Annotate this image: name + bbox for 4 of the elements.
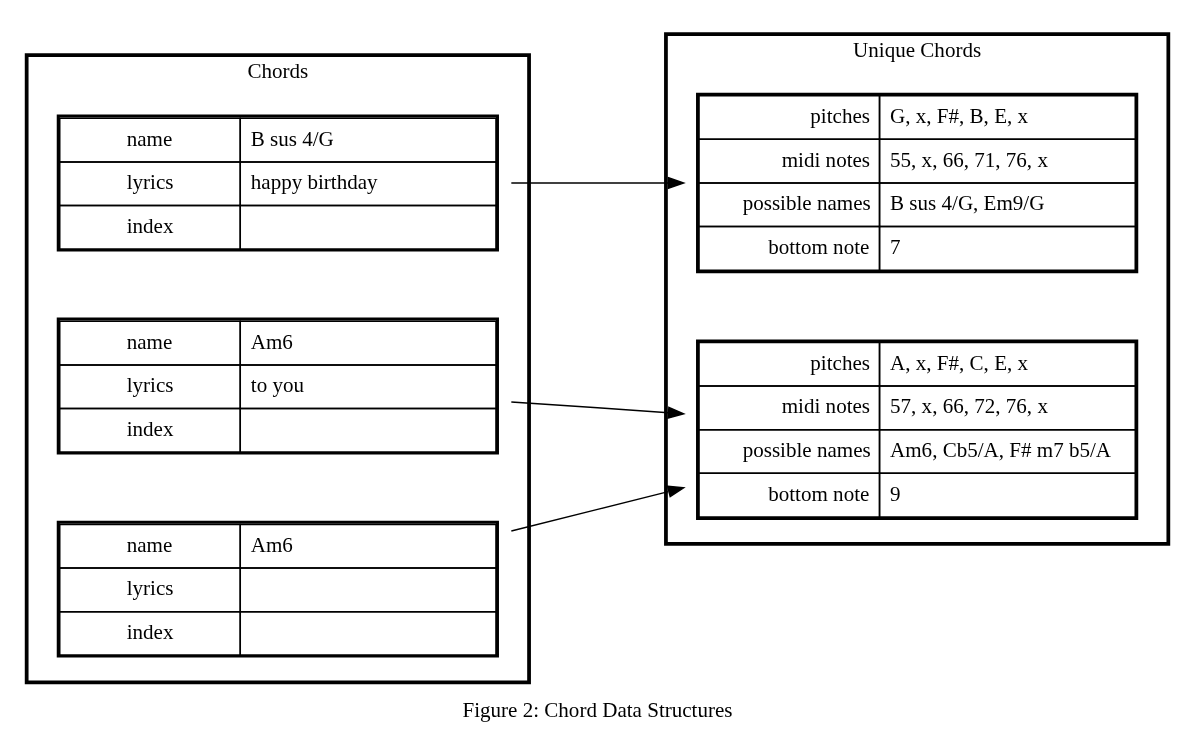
arrow [510,176,686,190]
arrow [510,485,686,532]
arrow [510,401,686,419]
caption: Figure 2: Chord Data Structures [462,698,733,723]
